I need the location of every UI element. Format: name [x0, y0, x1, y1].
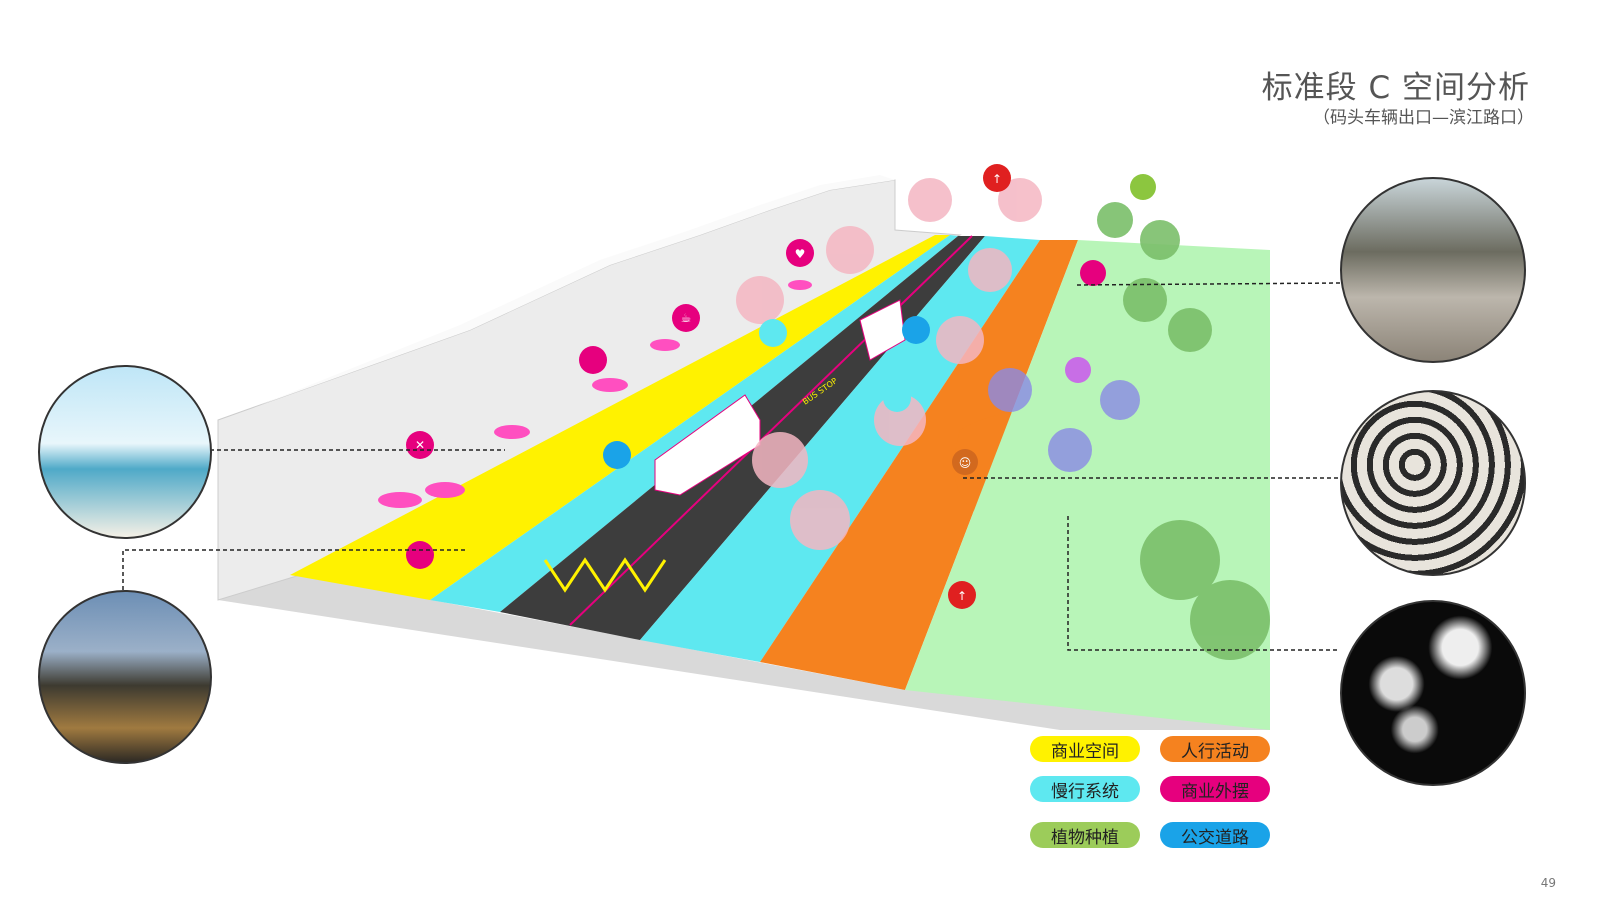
shop-icon — [579, 346, 607, 374]
legend-slow-traffic: 慢行系统 — [1030, 776, 1140, 802]
dandelion-installations — [988, 368, 1140, 472]
mosaic-paving-photo — [1340, 390, 1526, 576]
legend-pedestrian-activity: 人行活动 — [1160, 736, 1270, 762]
svg-text:↑: ↑ — [957, 589, 967, 603]
legend-planting: 植物种植 — [1030, 822, 1140, 848]
kiosk-photo — [38, 365, 212, 539]
heart-icon — [786, 239, 814, 267]
camera-icon — [1065, 357, 1091, 383]
playground-icon — [1080, 260, 1106, 286]
bicycle-icon — [759, 319, 787, 347]
svg-text:↑: ↑ — [992, 172, 1002, 186]
bicycle-icon-2 — [883, 384, 911, 412]
legend-label: 商业空间 — [1051, 741, 1119, 762]
legend-label: 商业外摆 — [1181, 781, 1249, 802]
slow-strip-left — [430, 235, 958, 612]
svg-text:✕: ✕ — [415, 438, 425, 452]
bus-icon-2 — [902, 316, 930, 344]
umbrellas — [378, 280, 812, 508]
restaurant-icon — [406, 431, 434, 459]
bus-2 — [859, 299, 906, 361]
svg-text:♥: ♥ — [795, 247, 806, 261]
leader-lines — [122, 282, 1341, 651]
streetlight-icon-2 — [948, 581, 976, 609]
streetlight-icon — [983, 164, 1011, 192]
waterfront-seating-photo — [1340, 177, 1526, 363]
legend-label: 植物种植 — [1051, 827, 1119, 848]
legend-outdoor-commerce: 商业外摆 — [1160, 776, 1270, 802]
pedestrian-strip — [760, 240, 1078, 690]
green-trees — [1097, 202, 1270, 660]
green-lawn — [905, 240, 1270, 730]
legend: 商业空间 人行活动 慢行系统 商业外摆 植物种植 公交道路 — [1030, 736, 1270, 848]
map-icons: ✕ ♥ ☕ ↑ ↑ ☺ — [406, 164, 1156, 609]
cafe-icon — [672, 304, 700, 332]
page-subtitle: （码头车辆出口—滨江路口） — [1313, 108, 1534, 128]
svg-text:☕: ☕ — [681, 311, 692, 325]
legend-bus-road: 公交道路 — [1160, 822, 1270, 848]
dandelion-lights-photo — [1340, 600, 1526, 786]
kiosk-icon — [406, 541, 434, 569]
page-title: 标准段 C 空间分析 — [1261, 70, 1530, 106]
legend-label: 慢行系统 — [1051, 781, 1119, 802]
road-center-line — [569, 235, 973, 626]
svg-text:☺: ☺ — [959, 456, 972, 470]
palm-tree-icon — [1130, 174, 1156, 200]
page-number: 49 — [1540, 876, 1556, 890]
legend-label: 人行活动 — [1181, 741, 1249, 762]
base-platform-side — [218, 400, 1270, 730]
legend-commercial-space: 商业空间 — [1030, 736, 1140, 762]
pedestrian-icon — [952, 449, 978, 475]
plaza-night-photo — [38, 590, 212, 764]
zigzag-marking — [543, 557, 667, 593]
building-roofs — [218, 175, 895, 420]
legend-label: 公交道路 — [1181, 827, 1249, 848]
bus-icon — [603, 441, 631, 469]
